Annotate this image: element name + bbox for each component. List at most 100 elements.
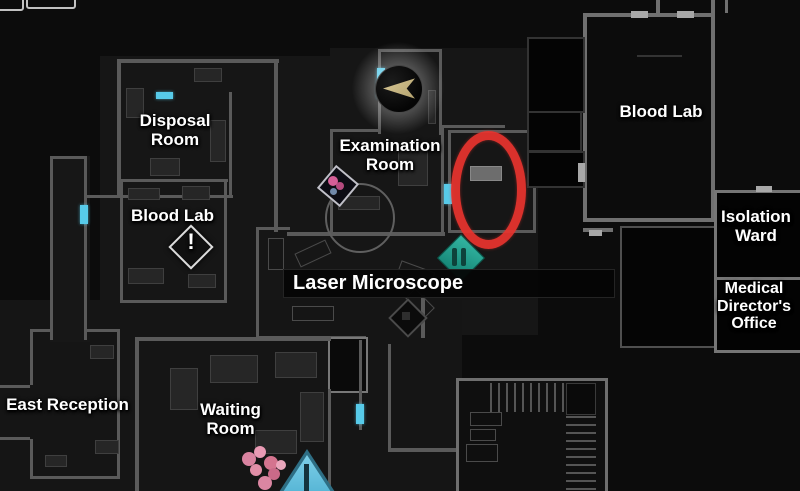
- furniture-outline: [470, 429, 496, 441]
- enemy-blob-icon: [276, 460, 286, 470]
- door-marker-cyan: [156, 92, 173, 99]
- furniture-outline: [255, 430, 297, 454]
- label-medical-directors-office: Medical Director's Office: [716, 280, 792, 333]
- elevator-icon-bar: [452, 248, 457, 266]
- wall-segment: [328, 389, 331, 491]
- furniture-outline: [128, 268, 164, 284]
- wall-segment: [583, 13, 587, 222]
- door-marker-gray: [631, 11, 648, 18]
- furniture-outline: [194, 68, 222, 82]
- wall-segment: [441, 125, 444, 235]
- map-edge-outline: [0, 0, 24, 11]
- wall-segment: [583, 13, 715, 17]
- door-marker-cyan: [356, 404, 364, 424]
- door-marker-gray: [578, 163, 585, 182]
- explored-area-tint: [50, 156, 90, 342]
- label-disposal-room: Disposal Room: [139, 111, 211, 149]
- wall-segment: [84, 329, 120, 332]
- wall-segment: [117, 59, 279, 63]
- stairs-up-icon-stem: [304, 464, 309, 491]
- wall-segment: [388, 448, 504, 452]
- wall-segment: [117, 59, 121, 196]
- furniture-outline: [470, 412, 502, 426]
- small-room-outline: [566, 383, 596, 415]
- wall-segment: [30, 329, 53, 332]
- room-medical-directors-office: [714, 277, 800, 353]
- furniture-outline: [95, 440, 119, 454]
- wall-segment: [656, 0, 660, 13]
- wall-segment: [256, 227, 290, 230]
- wall-segment: [224, 179, 227, 303]
- unexplored-room: [527, 151, 585, 188]
- wall-segment: [135, 337, 139, 491]
- wall-segment: [637, 55, 682, 57]
- furniture-outline: [188, 274, 216, 288]
- wall-segment: [229, 92, 232, 196]
- furniture-outline: [398, 150, 428, 186]
- label-blood-lab-left: Blood Lab: [130, 206, 215, 225]
- door-marker-gray: [589, 230, 602, 236]
- unexplored-room: [527, 37, 585, 113]
- label-east-reception: East Reception: [6, 395, 129, 414]
- unexplored-room: [620, 226, 718, 348]
- furniture-outline: [126, 88, 144, 118]
- furniture-outline: [466, 444, 498, 462]
- label-isolation-ward: Isolation Ward: [721, 207, 791, 245]
- wall-segment: [0, 437, 30, 440]
- label-laser-microscope: Laser Microscope: [283, 269, 615, 298]
- wall-segment: [30, 439, 33, 479]
- furniture-outline: [275, 352, 317, 378]
- enemy-blob-icon: [268, 468, 280, 480]
- wall-segment: [30, 476, 120, 479]
- door-marker-cyan: [444, 184, 452, 204]
- door-marker-gray: [756, 186, 772, 192]
- wall-segment: [725, 0, 728, 13]
- furniture-outline: [170, 368, 198, 410]
- wall-segment: [135, 337, 331, 341]
- wall-segment: [711, 0, 715, 222]
- wall-segment: [50, 156, 87, 159]
- furniture-outline: [210, 120, 226, 162]
- laser-microscope-device: [325, 183, 395, 253]
- furniture-outline: [45, 455, 67, 467]
- item-icon-sample: [328, 176, 338, 186]
- furniture-outline: [150, 158, 180, 176]
- enemy-blob-icon: [264, 456, 278, 470]
- collected-item-icon-inner: [402, 312, 410, 320]
- furniture-outline: [90, 345, 114, 359]
- furniture-outline: [300, 392, 324, 442]
- wall-segment: [359, 340, 362, 430]
- map-edge-outline: [26, 0, 76, 9]
- enemy-blob-icon: [254, 446, 266, 458]
- furniture-outline: [210, 355, 258, 383]
- alert-icon-glyph: !: [187, 229, 195, 254]
- wall-segment: [274, 59, 278, 232]
- label-blood-lab-right: Blood Lab: [619, 102, 703, 121]
- door-marker-gray: [677, 11, 694, 18]
- wall-segment: [256, 227, 259, 339]
- wall-segment: [50, 156, 53, 340]
- wall-segment: [0, 385, 30, 388]
- enemy-blob-icon: [258, 476, 272, 490]
- stairs-hatching: [490, 383, 564, 412]
- wall-segment: [30, 329, 33, 385]
- stairs-hatching: [566, 416, 596, 490]
- enemy-blob-icon: [242, 452, 256, 466]
- wall-segment: [117, 329, 120, 479]
- wall-segment: [583, 218, 715, 222]
- furniture-outline: [292, 306, 334, 321]
- small-room-outline: [328, 337, 368, 393]
- wall-segment: [120, 179, 123, 303]
- furniture-outline: [182, 186, 210, 200]
- enemy-blob-icon: [250, 464, 262, 476]
- wall-segment: [84, 156, 87, 340]
- item-icon-sample: [330, 188, 337, 195]
- label-waiting-room: Waiting Room: [200, 400, 261, 438]
- wall-segment: [120, 179, 228, 182]
- wall-segment: [448, 130, 451, 233]
- red-circle-annotation: [451, 131, 526, 249]
- door-marker-cyan: [80, 205, 88, 224]
- furniture-outline: [128, 188, 160, 200]
- item-icon-sample: [336, 182, 344, 190]
